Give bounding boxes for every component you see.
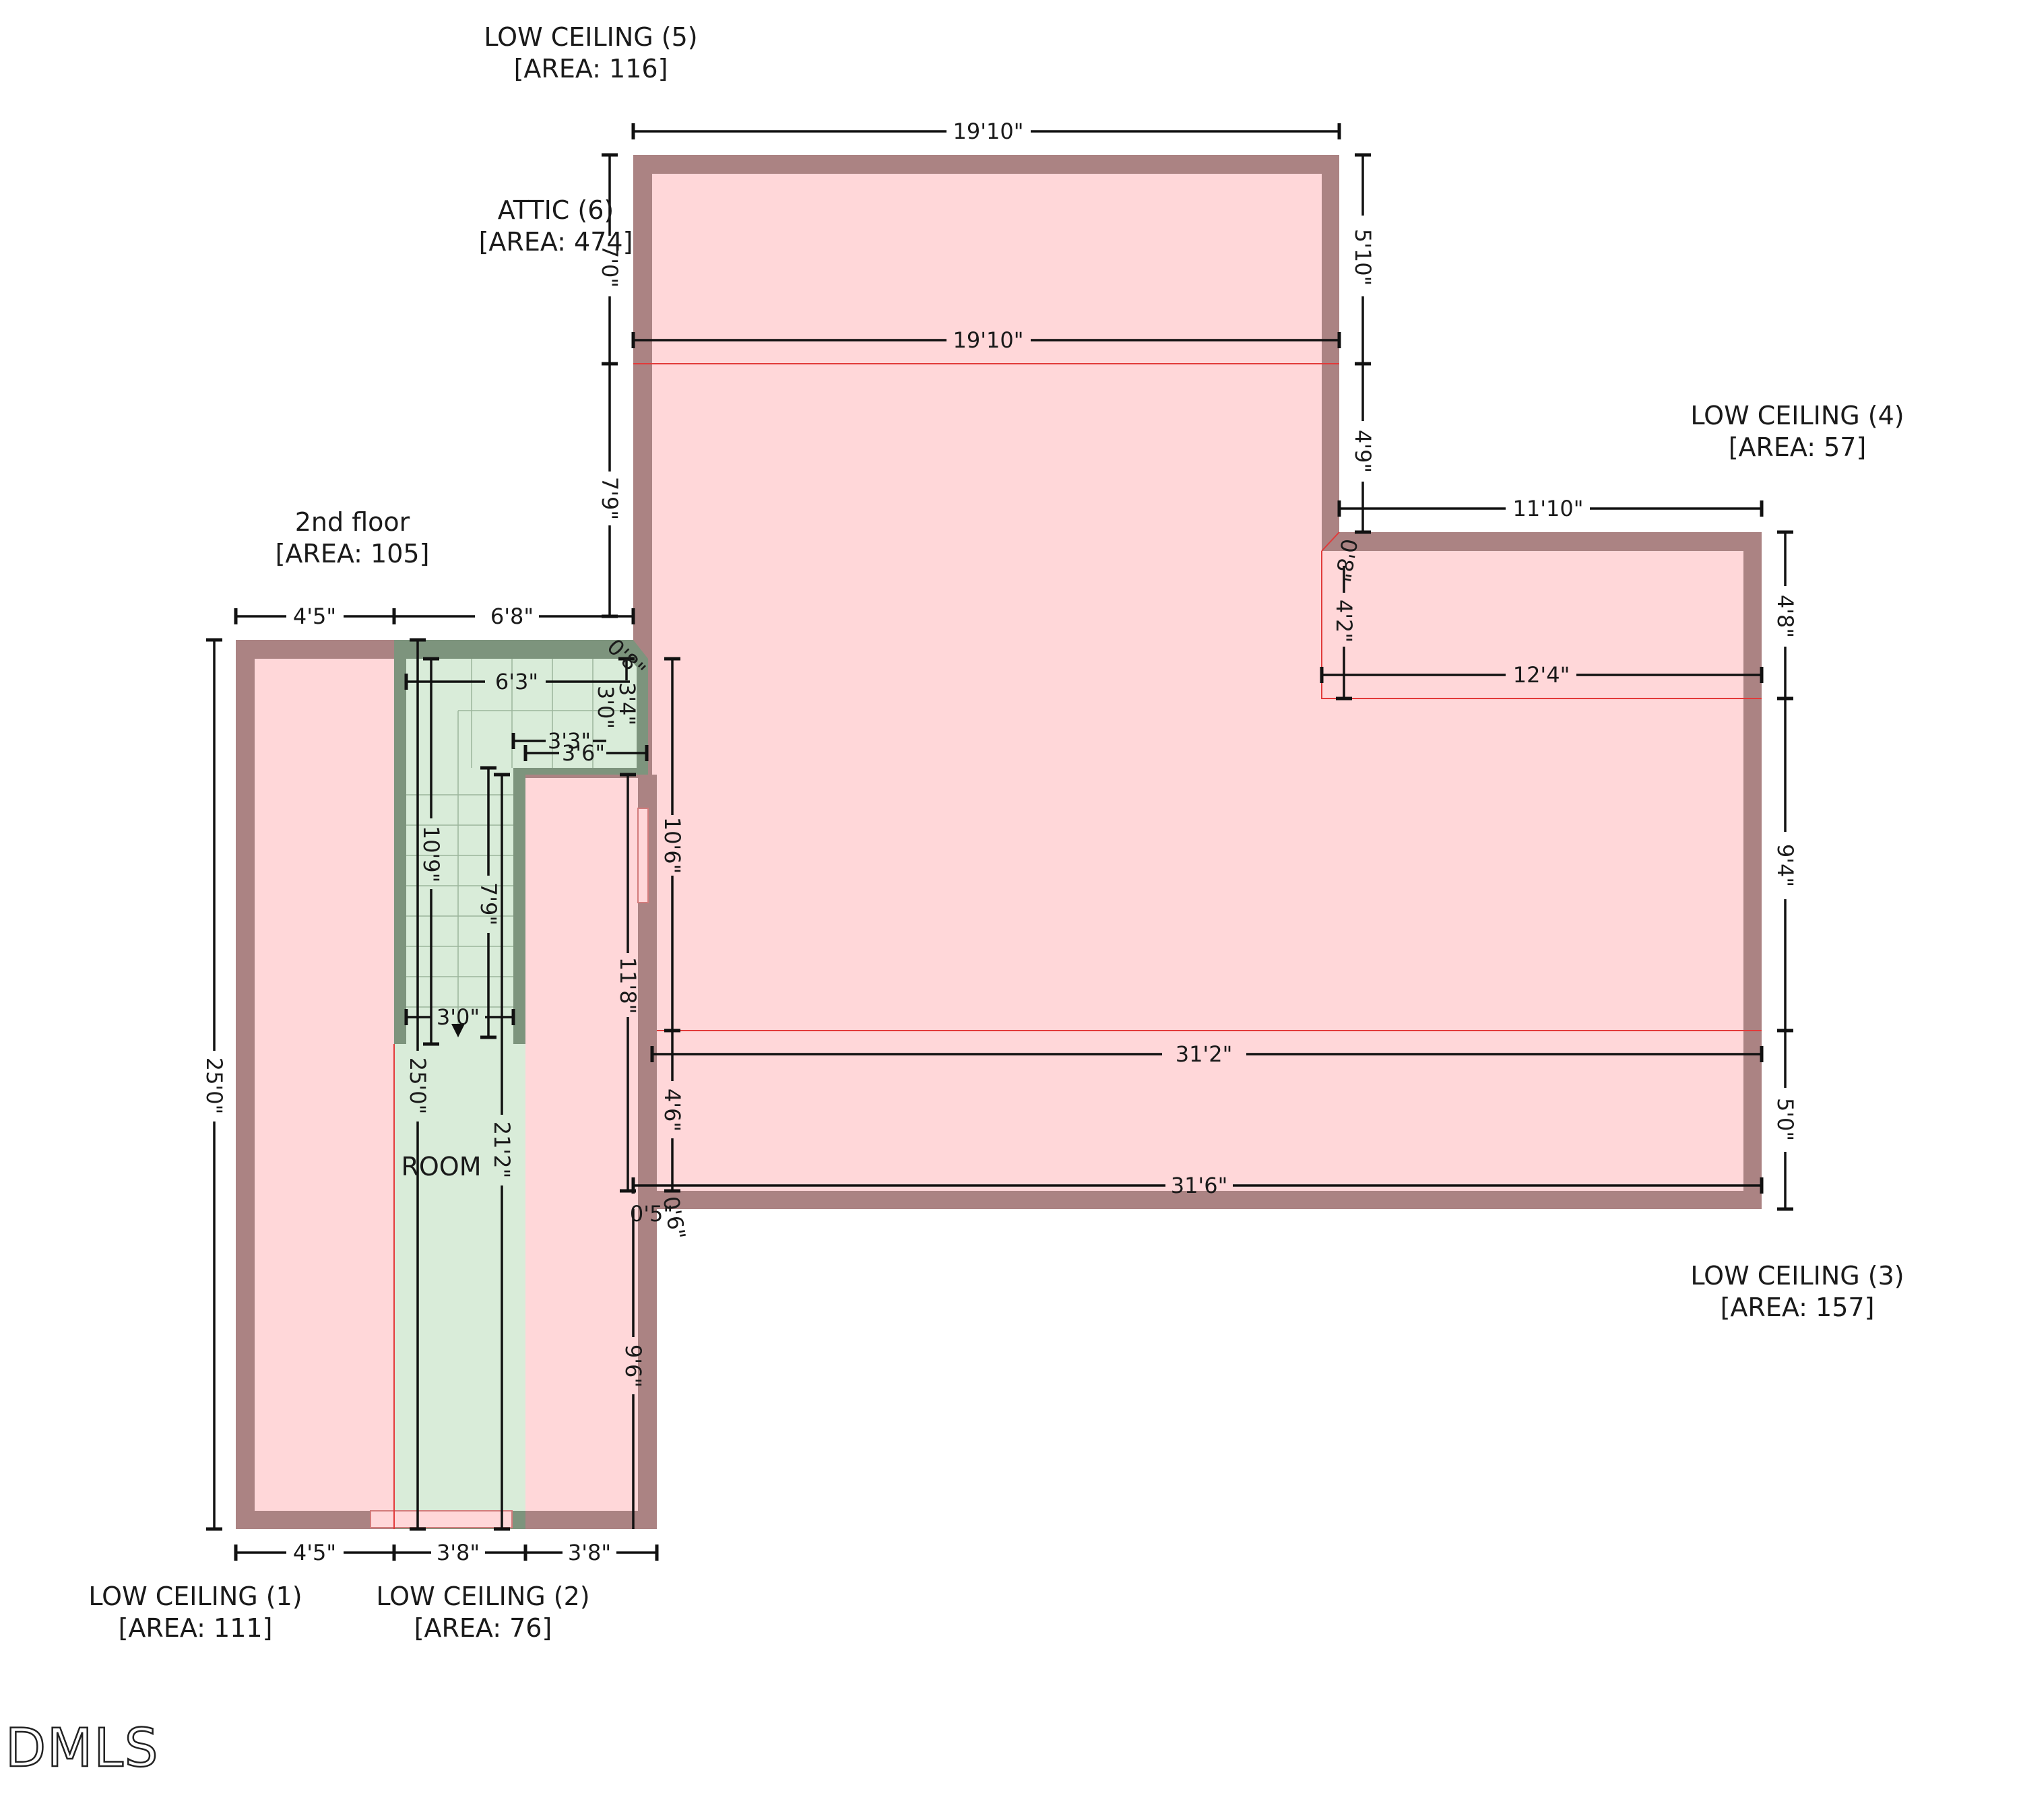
stair-left-strip [394, 640, 406, 1044]
dim-stair-bottom: 3'0" [437, 1004, 480, 1030]
stair-floor [406, 659, 637, 1044]
floor-area: [AREA: 105] [276, 539, 430, 568]
dim-top-left-b: 6'8" [490, 604, 534, 629]
lc2-right-room [525, 778, 638, 1511]
dim-mid-d: 0'5" [630, 1201, 673, 1227]
dim-top-width: 19'10" [953, 119, 1024, 144]
dim-wide-b: 31'6" [1171, 1173, 1228, 1198]
dim-room-h: 25'0" [405, 1058, 430, 1115]
lc3-title: LOW CEILING (3) [1690, 1261, 1904, 1291]
dimension-labels: 19'10" 19'10" 5'10" 4'9" 7'0" 7'9" 11'10… [201, 119, 1798, 1565]
dim-lower-right: 9'6" [620, 1344, 646, 1388]
dim-bottom-b: 3'8" [437, 1540, 480, 1565]
dim-wide-a: 31'2" [1176, 1041, 1233, 1067]
lc2-title: LOW CEILING (2) [376, 1582, 589, 1611]
dim-bottom-c: 3'8" [568, 1540, 611, 1565]
lc1-room [255, 659, 394, 1511]
dim-stair-a: 3'4" [614, 682, 640, 725]
dim-stair-b: 3'0" [593, 686, 618, 729]
dim-mid-b: 11'8" [615, 957, 641, 1014]
dim-lc4-inner-height: 4'2" [1331, 599, 1357, 643]
dim-stair-run: 10'9" [418, 826, 444, 883]
lc4-title: LOW CEILING (4) [1690, 401, 1904, 430]
attic-title: ATTIC (6) [498, 195, 614, 225]
lc4-zone-line [1321, 531, 1762, 699]
dim-top-left-a: 4'5" [293, 604, 336, 629]
stair-direction-arrow-icon [451, 1024, 465, 1037]
dim-left-total: 25'0" [201, 1058, 227, 1115]
side-opening [637, 808, 649, 903]
dim-right-a: 4'8" [1772, 595, 1798, 638]
dimension-lines [206, 123, 1793, 1561]
room-label: ROOM [401, 1152, 481, 1181]
dim-stair-inner: 7'9" [476, 882, 501, 925]
dim-stair-w: 6'3" [495, 669, 538, 694]
lc5-area: [AREA: 116] [514, 54, 668, 84]
dim-stair-d: 3'6" [562, 740, 605, 766]
lc1-area: [AREA: 111] [119, 1613, 273, 1643]
dim-lc4-width: 11'10" [1513, 496, 1584, 521]
main-room-fill [652, 174, 1743, 1191]
dim-attic-width: 19'10" [953, 327, 1024, 353]
dim-mid-a: 10'6" [660, 817, 685, 874]
dim-right-upper: 5'10" [1350, 229, 1376, 286]
room-corridor [394, 1044, 525, 1511]
dmls-watermark: DMLS [5, 1718, 159, 1779]
dim-lc4-inner-width: 12'4" [1513, 662, 1570, 688]
lc2-area: [AREA: 76] [414, 1613, 552, 1643]
attic-area: [AREA: 474] [479, 227, 633, 257]
dim-right-mid: 4'9" [1350, 430, 1376, 473]
dim-stair-c: 3'3" [548, 728, 591, 754]
floor-title: 2nd floor [295, 507, 410, 537]
dim-right-c: 5'0" [1772, 1098, 1798, 1141]
dim-mid-c: 4'6" [660, 1088, 685, 1132]
dim-right-b: 9'4" [1772, 844, 1798, 887]
lc5-title: LOW CEILING (5) [484, 22, 697, 52]
stair-treads [406, 659, 633, 1037]
room-labels: LOW CEILING (5) [AREA: 116] ATTIC (6) [A… [88, 22, 1904, 1643]
dim-left-lower: 7'9" [597, 477, 622, 520]
lc1-title: LOW CEILING (1) [88, 1582, 302, 1611]
lc3-area: [AREA: 157] [1721, 1293, 1875, 1322]
lc4-area: [AREA: 57] [1729, 432, 1867, 462]
dim-bottom-a: 4'5" [293, 1540, 336, 1565]
dim-left-upper: 7'0" [597, 245, 622, 288]
dim-room-h2: 21'2" [489, 1122, 515, 1179]
bottom-door-opening [370, 1510, 513, 1528]
